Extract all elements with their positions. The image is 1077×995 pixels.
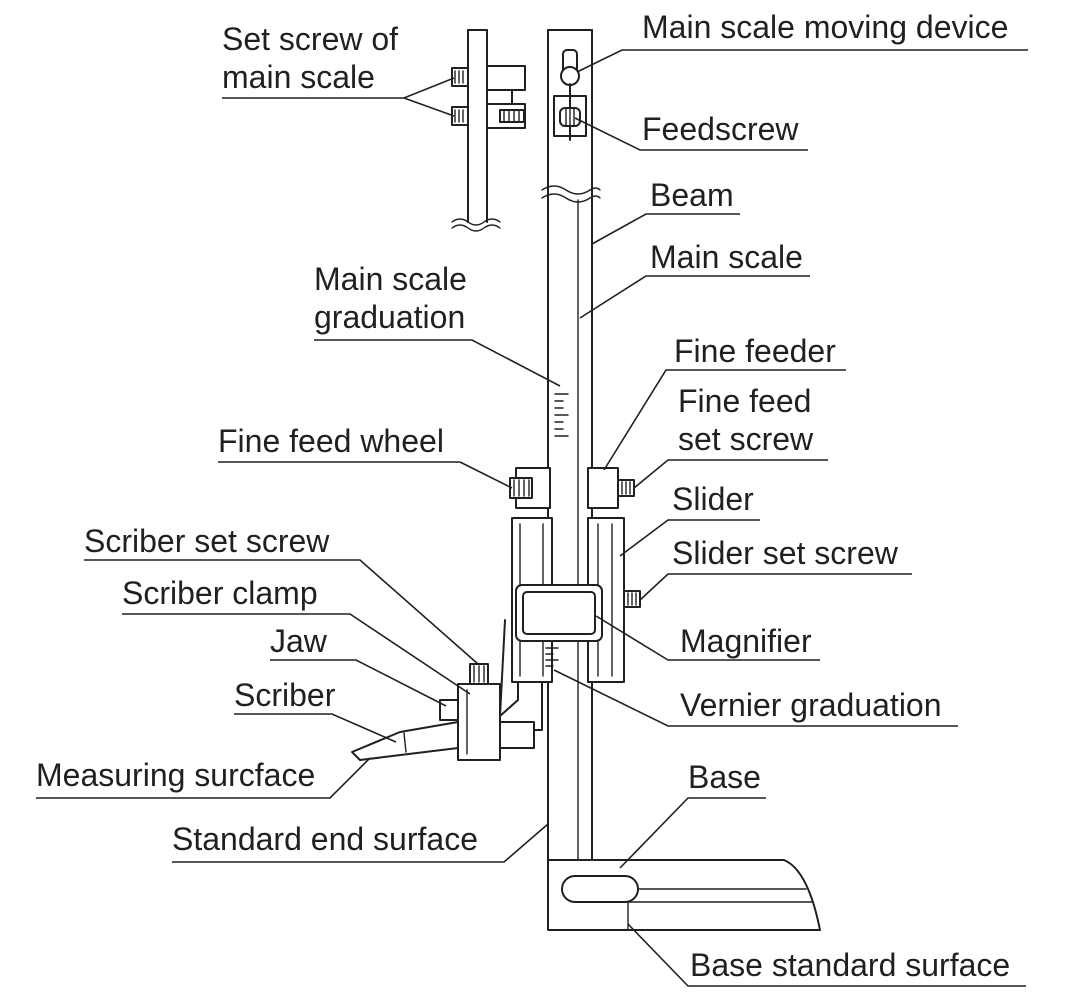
- slider-set-screw-icon: [623, 590, 641, 608]
- label-base-standard-surface: Base standard surface: [690, 947, 1010, 983]
- label-fine-feeder: Fine feeder: [674, 333, 836, 369]
- label-fine-feed-wheel: Fine feed wheel: [218, 423, 444, 459]
- label-jaw: Jaw: [270, 623, 328, 659]
- label-vernier-graduation: Vernier graduation: [680, 687, 942, 723]
- label-set-screw-main-scale-line1: Set screw of: [222, 21, 398, 57]
- label-measuring-surface: Measuring surcface: [36, 757, 315, 793]
- label-scriber: Scriber: [234, 677, 336, 713]
- label-feedscrew: Feedscrew: [642, 111, 799, 147]
- main-scale-graduation-ticks: [554, 393, 569, 437]
- label-slider: Slider: [672, 481, 754, 517]
- leader-lines: [36, 49, 1028, 987]
- fine-feed-set-screw-icon: [617, 479, 635, 497]
- label-slider-set-screw: Slider set screw: [672, 535, 899, 571]
- base: [547, 859, 821, 931]
- scriber-set-screw-icon: [469, 663, 489, 685]
- label-main-scale-moving-device: Main scale moving device: [642, 9, 1008, 45]
- beam: [541, 29, 601, 861]
- label-scriber-set-screw: Scriber set screw: [84, 523, 330, 559]
- slider: [511, 517, 641, 683]
- set-screw-icon: [451, 106, 469, 126]
- vernier-graduation-ticks: [545, 647, 559, 667]
- label-set-screw-main-scale-line2: main scale: [222, 59, 375, 95]
- label-standard-end-surface: Standard end surface: [172, 821, 478, 857]
- label-main-scale: Main scale: [650, 239, 803, 275]
- label-scriber-clamp: Scriber clamp: [122, 575, 318, 611]
- inset-beam-detail: [451, 29, 526, 232]
- label-main-scale-graduation-line2: graduation: [314, 299, 465, 335]
- label-base: Base: [688, 759, 761, 795]
- labels: Set screw of main scale Main scale movin…: [36, 9, 1010, 983]
- label-beam: Beam: [650, 177, 734, 213]
- label-magnifier: Magnifier: [680, 623, 812, 659]
- fine-feed-wheel-icon: [509, 477, 533, 499]
- set-screw-icon: [451, 67, 469, 87]
- jaw-assembly: [351, 619, 543, 761]
- fine-feeder: [509, 467, 635, 509]
- label-main-scale-graduation-line1: Main scale: [314, 261, 467, 297]
- label-fine-feed-set-screw-line2: set screw: [678, 421, 814, 457]
- label-fine-feed-set-screw-line1: Fine feed: [678, 383, 811, 419]
